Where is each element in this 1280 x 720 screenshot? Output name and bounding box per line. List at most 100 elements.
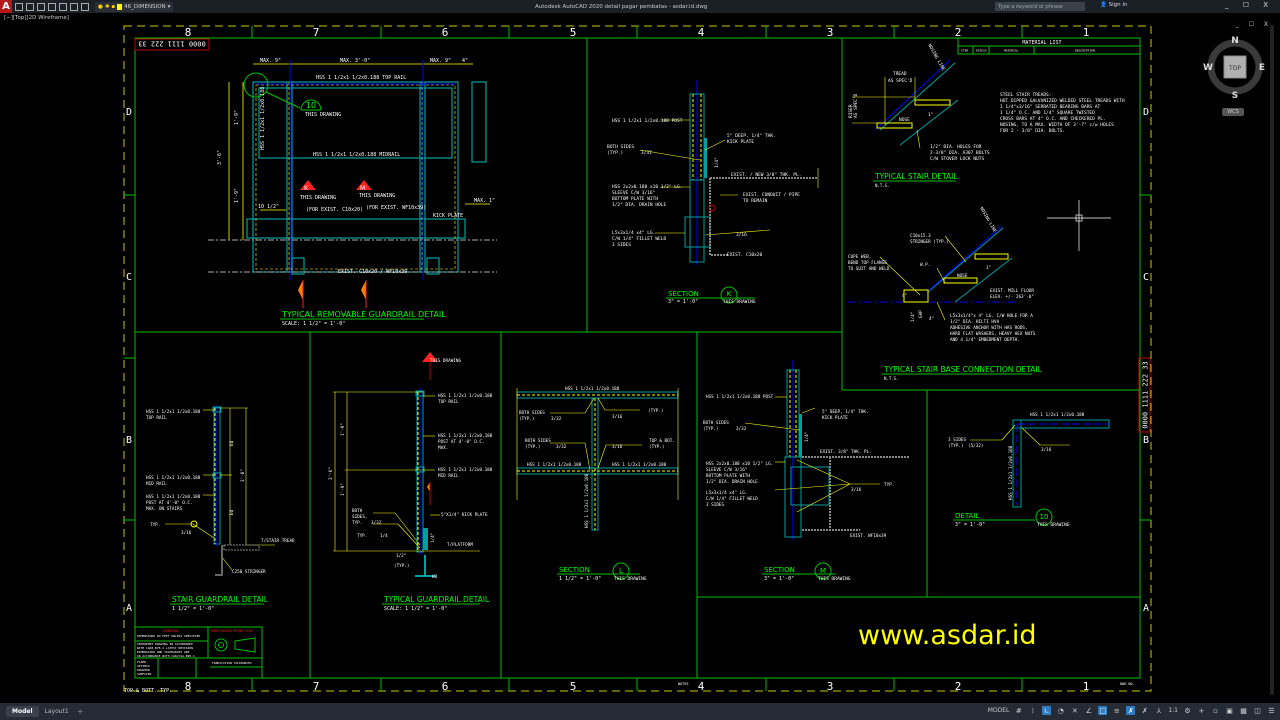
bottom-note: TOP & BOTT. TYP.: [124, 688, 172, 694]
row-label: D: [126, 107, 132, 118]
weld-label: 3/16: [612, 444, 623, 450]
compass-east[interactable]: E: [1259, 63, 1265, 73]
isodraft-icon[interactable]: ✕: [1071, 706, 1078, 715]
callout-k: K: [304, 185, 309, 192]
tab-model[interactable]: Model: [6, 706, 39, 717]
auto-scale-icon[interactable]: ✗: [1141, 706, 1148, 715]
typical-stair-detail: TREAD AS SPEC'D RISER AS SPEC'D NOSING L…: [848, 43, 1125, 188]
viewcube[interactable]: TOP N S E W: [1203, 35, 1267, 101]
part-label: T/STAIR TREAD: [261, 538, 295, 544]
part-label: HSS 1 1/2x1 1/2x0.188 TOP RAIL: [316, 75, 406, 81]
object-snap-tracking-icon[interactable]: ∠: [1085, 706, 1092, 715]
dim-label: 3'-6": [328, 467, 334, 480]
annotation-visibility-icon[interactable]: ✗: [1126, 706, 1136, 715]
part-label: 2-3/8" DIA. A307 BOLTS: [930, 150, 990, 156]
quick-properties-icon[interactable]: ▣: [1226, 706, 1233, 715]
title-block-note: DIMENSIONS AND TOLERANCES ARE: [137, 650, 190, 654]
grid-icon[interactable]: #: [1015, 706, 1022, 715]
part-label: L5x3x1/4"x 4" LG. C/W HOLE FOR A: [950, 313, 1033, 319]
open-file-icon[interactable]: [26, 2, 34, 11]
dim-label: EQ: [229, 509, 235, 515]
drawing-frame: [134, 37, 1141, 679]
section-m-detail: HSS 1 1/2x1 1/2x0.188 POST 5" DEEP, 1/4"…: [703, 360, 910, 582]
hamburger-menu-icon[interactable]: ☰: [1268, 706, 1275, 715]
units-icon[interactable]: ▫: [1213, 706, 1218, 715]
material-list-title: MATERIAL LIST: [1022, 40, 1061, 46]
part-label: AND 4 1/4" EMBEDMENT DEPTH.: [950, 337, 1020, 343]
dim-label: MAX. 1": [474, 198, 495, 204]
chevron-down-icon: ▾: [167, 3, 171, 10]
compass-north[interactable]: N: [1231, 36, 1239, 46]
add-layout-button[interactable]: +: [76, 707, 84, 716]
dim-label: NOSING LINE: [926, 43, 946, 72]
plot-icon[interactable]: [59, 2, 67, 11]
status-bar: Model Layout1 + MODEL # ⁞ ∟ ◔ ✕ ∠ □ ≡ ✗ …: [0, 703, 1280, 720]
dim-label: 1/2": [396, 553, 406, 559]
lightbulb-icon: ●: [98, 3, 103, 10]
dim-label: RISER: [848, 104, 854, 118]
gear-icon[interactable]: ⚙: [1184, 706, 1191, 715]
drawing-svg[interactable]: 8 7 6 5 4 3 2 1 8 7 6 5 4 3 2 1 D C B A …: [0, 13, 1280, 703]
part-label: BOTTOM PLATE WITH: [706, 473, 750, 479]
weld-label: (TYP.): [948, 443, 964, 449]
col-label: 7: [313, 26, 320, 39]
status-toolbar: MODEL # ⁞ ∟ ◔ ✕ ∠ □ ≡ ✗ ✗ ⅄ 1:1 ⚙ + ▫ ▣ …: [988, 706, 1276, 715]
window-controls[interactable]: _ ☐ X: [1224, 1, 1274, 9]
snap-icon[interactable]: ⁞: [1031, 706, 1034, 715]
compass-west[interactable]: W: [1203, 63, 1213, 73]
viewport-window-controls[interactable]: _ ☐ X: [1235, 21, 1272, 28]
save-icon[interactable]: [37, 2, 45, 11]
lineweight-icon[interactable]: ≡: [1113, 706, 1120, 715]
undo-icon[interactable]: [70, 2, 78, 11]
table-header: MATERIAL: [1004, 49, 1019, 53]
part-label: ELEV. +/- 263'-0": [990, 294, 1034, 300]
weld-label: 3/32: [556, 444, 567, 450]
vertical-scrollbar[interactable]: [1270, 25, 1274, 695]
new-file-icon[interactable]: [15, 2, 23, 11]
part-label: POST AT 4'-0" O.C.: [146, 500, 193, 506]
tab-layout1[interactable]: Layout1: [44, 708, 69, 715]
plus-icon[interactable]: +: [1198, 706, 1205, 715]
note-line: HOT DIPPED GALVANIZED WELDED STEEL TREAD…: [1000, 98, 1125, 104]
title-block-note: DIMENSIONS IN FEET UNLESS SPECIFIED: [137, 634, 200, 638]
part-label: HSS 1 1/2x1 1/2x0.188: [584, 473, 590, 528]
note-line: FOR 2 - 3/8" DIA. BOLTS.: [1000, 128, 1065, 134]
dim-label: NOSING LINE: [978, 206, 998, 234]
viewport-controls-label[interactable]: [−][Top][2D Wireframe]: [4, 15, 69, 21]
part-label: BEND TOP FLANGE: [848, 260, 887, 266]
clean-screen-icon[interactable]: ◫: [1254, 706, 1261, 715]
annotation-scale-value[interactable]: 1:1: [1168, 707, 1178, 714]
dim-label: GAP: [918, 310, 924, 318]
part-label: HSS 1 1/2x1 1/2x0.188: [527, 462, 582, 468]
weld-label: 3 SIDES: [948, 437, 967, 443]
ortho-icon[interactable]: ∟: [1042, 706, 1052, 715]
compass-south[interactable]: S: [1232, 91, 1238, 101]
part-label: POST AT 4'-0" O.C.: [438, 439, 485, 445]
title-block-general: GENERAL: [163, 629, 179, 633]
ucs-dropdown[interactable]: WCS: [1222, 108, 1244, 116]
polar-icon[interactable]: ◔: [1057, 706, 1064, 715]
object-snap-icon[interactable]: □: [1098, 706, 1108, 715]
part-label: TOP RAIL: [438, 399, 459, 405]
drawing-canvas[interactable]: 8 7 6 5 4 3 2 1 8 7 6 5 4 3 2 1 D C B A …: [0, 13, 1280, 703]
table-header: PIECES: [976, 49, 987, 53]
save-as-icon[interactable]: [48, 2, 56, 11]
model-space-toggle[interactable]: MODEL: [987, 707, 1010, 714]
graphics-performance-icon[interactable]: ▩: [1240, 706, 1247, 715]
autocad-logo-icon[interactable]: A: [0, 0, 12, 13]
redo-icon[interactable]: [81, 2, 89, 11]
stair-guardrail-detail: HSS 1 1/2x1 1/2x0.188 TOP RAIL HSS 1 1/2…: [146, 405, 295, 612]
part-label: HSS 1 1/2x1 1/2x0.188: [1030, 412, 1085, 418]
annotation-scale-icon[interactable]: ⅄: [1156, 706, 1161, 715]
weld-label: BOTH SIDES: [703, 420, 729, 426]
ref-note: THIS DRAWING: [300, 195, 336, 201]
dim-label: TREAD: [893, 71, 907, 77]
col-label: 6: [442, 26, 449, 39]
layer-dropdown[interactable]: ● ✱ ▪ 46_DIMENSION ▾: [95, 1, 174, 12]
ref-note: THIS DRAWING: [430, 358, 461, 364]
viewcube-top-face[interactable]: [1223, 55, 1247, 79]
part-label: SLEEVE C/W 3/16": [612, 190, 655, 196]
sign-in-button[interactable]: 👤 Sign In: [1100, 2, 1127, 8]
tolerance-heading: FABRICATION TOLERANCES: [212, 661, 252, 665]
search-input[interactable]: Type a keyword or phrase: [995, 2, 1085, 11]
